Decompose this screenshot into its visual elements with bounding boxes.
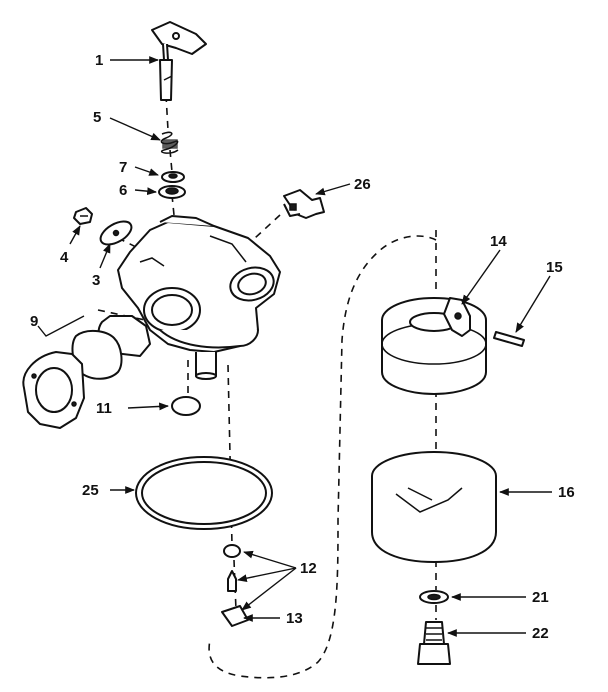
throttle-shaft-part: [151, 21, 207, 101]
seal-part: [161, 171, 185, 183]
assembly-guide-lines: [97, 94, 437, 679]
callout-22: 22: [532, 625, 549, 642]
intake-adapter-part: [22, 315, 151, 429]
callout-5: 5: [93, 109, 101, 126]
washer-part: [158, 185, 186, 199]
callout-14: 14: [490, 233, 507, 250]
callout-4: 4: [60, 249, 69, 266]
throttle-plate-part: [99, 220, 133, 246]
elbow-fitting-part: [283, 189, 325, 219]
leader-lines: [37, 56, 552, 637]
callout-25: 25: [82, 482, 99, 499]
needle-seat-part: [223, 544, 241, 592]
callout-6: 6: [119, 182, 127, 199]
plug-part: [171, 396, 201, 416]
callout-labels: 1 5 7 6 26 4 3 9 11 25 12 13 14 15 16 21…: [30, 52, 575, 642]
callout-1: 1: [95, 52, 103, 69]
float-bowl-part: [371, 451, 497, 563]
callout-11: 11: [96, 400, 112, 417]
callout-12: 12: [300, 560, 317, 577]
callout-13: 13: [286, 610, 303, 627]
callout-7: 7: [119, 159, 127, 176]
callout-9: 9: [30, 313, 38, 330]
spring-part: [160, 131, 179, 154]
float-pin-part: [493, 331, 525, 347]
callout-16: 16: [558, 484, 575, 501]
float-part: [381, 297, 487, 395]
screw-part: [73, 207, 93, 225]
callout-15: 15: [546, 259, 563, 276]
callout-26: 26: [354, 176, 371, 193]
callout-3: 3: [92, 272, 100, 289]
bowl-nut-part: [417, 621, 451, 665]
o-ring-part: [135, 456, 273, 530]
carburetor-body-part: [117, 215, 281, 380]
callout-21: 21: [532, 589, 549, 606]
bowl-washer-part: [419, 590, 449, 604]
